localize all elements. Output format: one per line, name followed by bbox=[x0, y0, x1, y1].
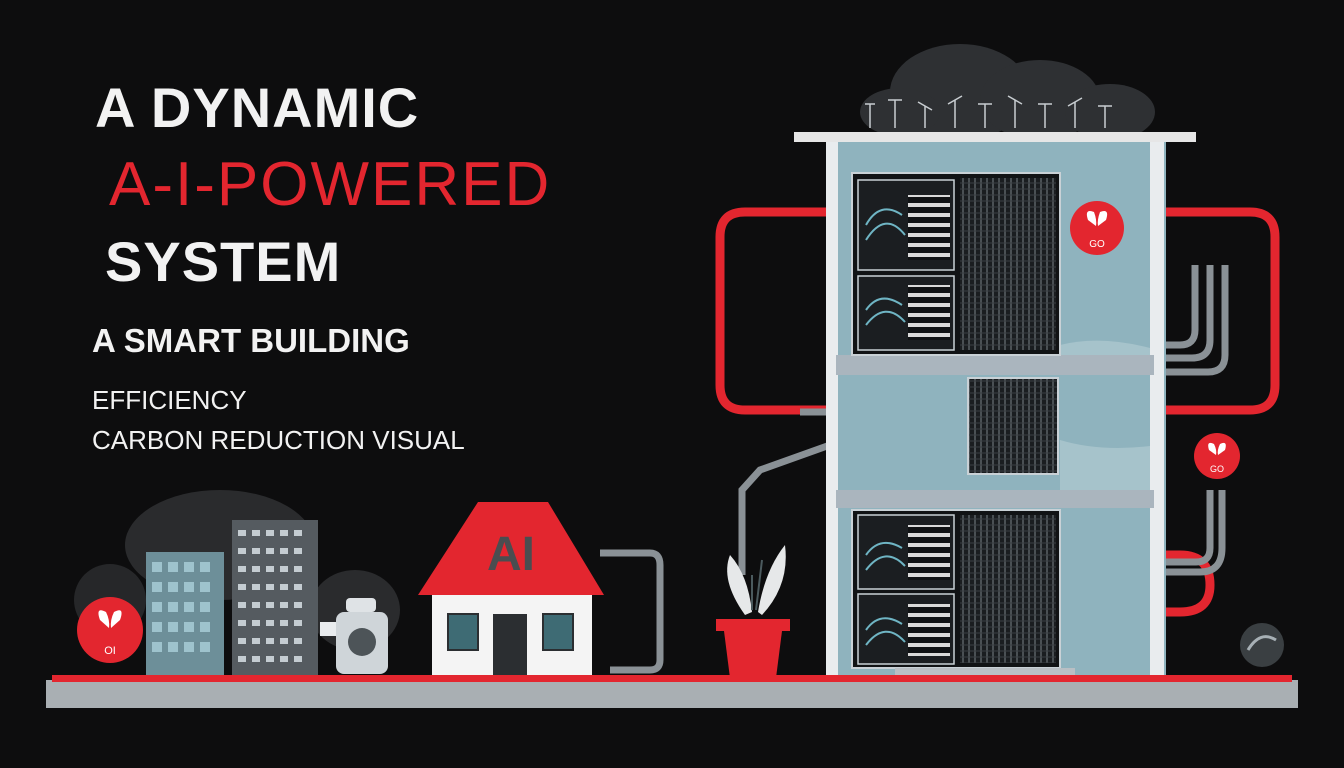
badge-label: GO bbox=[1210, 464, 1224, 474]
sensor-icon bbox=[1240, 623, 1284, 667]
potted-plant-icon bbox=[716, 545, 790, 678]
headline: A DYNAMIC A-I-POWERED SYSTEM bbox=[95, 80, 551, 290]
grey-pipes bbox=[600, 265, 1229, 674]
leaf-badge-ground-left: OI bbox=[74, 564, 146, 663]
headline-line-3: SYSTEM bbox=[105, 230, 342, 293]
heat-pump-icon bbox=[320, 598, 388, 674]
house-ai-sign: AI bbox=[487, 528, 535, 581]
hvac-unit-bottom bbox=[851, 509, 1061, 669]
smart-building bbox=[794, 132, 1196, 680]
badge-label: GO bbox=[1089, 239, 1105, 250]
roof-turbines-icon bbox=[865, 95, 1112, 128]
subtitle: A SMART BUILDING bbox=[92, 322, 410, 359]
red-pipe-loops bbox=[715, 207, 1280, 617]
leaf-badge-building-top: GO bbox=[1070, 201, 1124, 255]
badge-label: OI bbox=[104, 645, 116, 657]
hvac-unit-top bbox=[851, 172, 1061, 356]
city-buildings bbox=[125, 490, 400, 678]
ground-red-line bbox=[52, 675, 1292, 682]
hvac-vent-middle bbox=[967, 377, 1059, 475]
ground-base bbox=[46, 680, 1298, 708]
headline-line-1: A DYNAMIC bbox=[95, 76, 420, 139]
leaf-badge-building-side: GO bbox=[1194, 433, 1240, 479]
headline-line-2: A-I-POWERED bbox=[109, 150, 552, 219]
detail-carbon-reduction: CARBON REDUCTION VISUAL bbox=[92, 425, 465, 455]
roof-cloud bbox=[860, 44, 1155, 140]
ai-house: AI bbox=[418, 502, 604, 675]
detail-efficiency: EFFICIENCY bbox=[92, 385, 247, 415]
